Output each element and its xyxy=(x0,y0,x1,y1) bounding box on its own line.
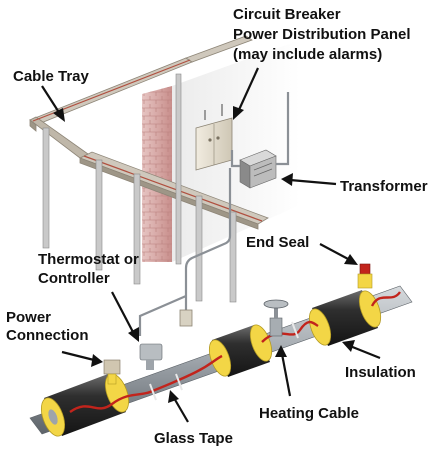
pipe-assembly xyxy=(29,263,413,437)
label-thermostat-line1: Thermostat or xyxy=(38,251,139,268)
label-power-connection-line2: Connection xyxy=(6,327,89,344)
label-circuit-breaker-line2: Power Distribution Panel xyxy=(233,26,411,43)
insulation-segment-right xyxy=(308,290,382,346)
arrow-end-seal xyxy=(319,243,351,261)
label-circuit-breaker-line1: Circuit Breaker xyxy=(233,6,341,23)
insulation-segment-left xyxy=(40,373,130,437)
arrow-insulation xyxy=(349,344,381,360)
arrow-cable-tray xyxy=(41,85,61,115)
arrow-glass-tape xyxy=(173,397,189,423)
arrow-heating-cable xyxy=(280,353,292,397)
label-insulation: Insulation xyxy=(345,364,416,381)
label-end-seal: End Seal xyxy=(246,234,309,251)
cable-tray xyxy=(29,35,269,230)
arrow-circuit-breaker xyxy=(236,67,260,113)
valve xyxy=(263,299,289,337)
glass-tape xyxy=(149,321,299,401)
label-cable-tray: Cable Tray xyxy=(13,68,90,85)
tray-supports xyxy=(42,73,237,303)
arrow-thermostat xyxy=(111,291,135,335)
callout-arrows xyxy=(41,67,381,423)
transformer xyxy=(239,149,277,189)
labels: Circuit Breaker Power Distribution Panel… xyxy=(6,6,428,447)
arrow-power-connection xyxy=(61,350,95,362)
label-thermostat-line2: Controller xyxy=(38,270,110,287)
conduits xyxy=(138,92,290,336)
end-seal xyxy=(357,263,373,289)
label-circuit-breaker-line3: (may include alarms) xyxy=(233,46,382,63)
arrow-transformer xyxy=(289,178,337,186)
thermostat-housing xyxy=(139,343,163,370)
label-power-connection-line1: Power xyxy=(6,309,51,326)
label-glass-tape: Glass Tape xyxy=(154,430,233,447)
power-connection-box xyxy=(103,359,121,385)
label-heating-cable: Heating Cable xyxy=(259,405,359,422)
junction-box xyxy=(179,309,193,327)
label-transformer: Transformer xyxy=(340,178,428,195)
